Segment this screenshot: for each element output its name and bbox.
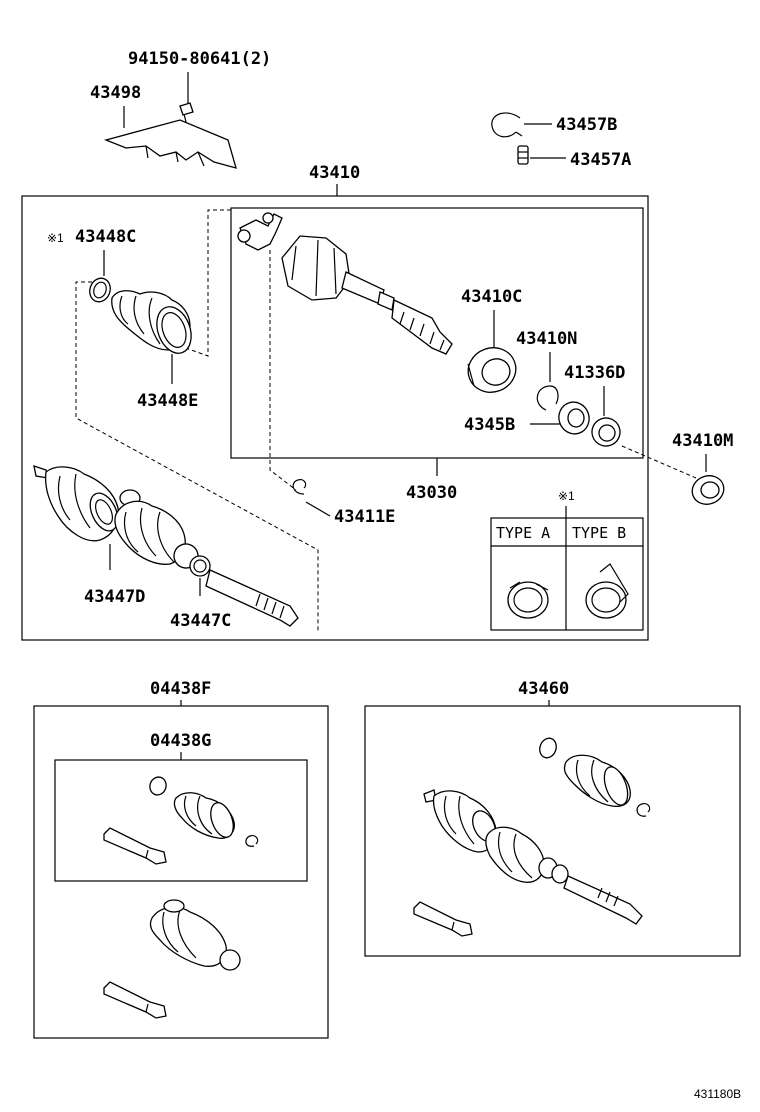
- clip-icon: [491, 112, 523, 138]
- kit-box-04438F: [33, 705, 329, 1039]
- label-type-mark: ※1: [558, 489, 575, 503]
- label-bolt: 94150-80641(2): [128, 49, 271, 69]
- grease-tube-2-icon: [103, 981, 167, 1019]
- label-43411E: 43411E: [334, 507, 395, 527]
- axle-shaft-icon: [281, 235, 453, 355]
- clamp-type-b-icon: [585, 563, 629, 619]
- label-type-a: TYPE A: [496, 524, 550, 542]
- document-id: 431180B: [694, 1087, 741, 1101]
- label-43457A: 43457A: [570, 150, 631, 170]
- label-43410C: 43410C: [461, 287, 522, 307]
- deflector-ring-icon: [558, 401, 590, 435]
- label-43448E: 43448E: [137, 391, 198, 411]
- dash-frame-boot: [75, 281, 319, 632]
- label-43457B: 43457B: [556, 115, 617, 135]
- tripod-joint-icon: [237, 212, 283, 251]
- bearing-icon: [467, 347, 517, 393]
- label-43410: 43410: [309, 163, 360, 183]
- outer-joint-icon: [33, 465, 119, 542]
- dash-connector-snapring: [269, 250, 297, 491]
- clamp-ring-icon: [149, 776, 167, 796]
- kit-43460-grease-icon: [413, 901, 473, 937]
- boot-small-icon: [173, 792, 235, 839]
- shaft-lower-icon: [205, 569, 299, 627]
- label-43447C: 43447C: [170, 611, 231, 631]
- kit-43460-axle-icon: [423, 789, 643, 925]
- boot-outer-icon: [114, 489, 211, 577]
- label-43448C: 43448C: [75, 227, 136, 247]
- boot-large-icon: [149, 899, 241, 971]
- kit-43460-clamp-icon: [539, 737, 557, 759]
- snap-ring-43411E-icon: [292, 479, 307, 495]
- label-43447D: 43447D: [84, 587, 145, 607]
- bracket-icon: [103, 119, 237, 169]
- snap-ring-icon: [536, 385, 559, 411]
- label-type-b: TYPE B: [572, 524, 626, 542]
- clamp-type-box: [490, 517, 644, 631]
- label-04438F: 04438F: [150, 679, 211, 699]
- label-43410M: 43410M: [672, 431, 733, 451]
- assembly-box-43410: [21, 195, 649, 641]
- boot-clamp-small-icon: [89, 277, 111, 303]
- label-04438G: 04438G: [150, 731, 211, 751]
- bolt-icon: [179, 102, 194, 123]
- kit-box-04438G: [54, 759, 308, 882]
- snap-ring-small-icon: [245, 835, 259, 847]
- label-43410N: 43410N: [516, 329, 577, 349]
- leader-43411E: [305, 501, 331, 517]
- label-43030: 43030: [406, 483, 457, 503]
- label-4345B: 4345B: [464, 415, 515, 435]
- label-43448C-mark: ※1: [47, 231, 64, 245]
- seal-41336D-icon: [591, 417, 621, 447]
- seal-43410M-icon: [691, 475, 725, 505]
- dash-connector-upper: [179, 209, 231, 357]
- label-41336D: 41336D: [564, 363, 625, 383]
- kit-43460-snapring-icon: [636, 803, 651, 817]
- label-43460: 43460: [518, 679, 569, 699]
- clamp-type-a-icon: [507, 581, 549, 619]
- grease-fitting-icon: [517, 145, 529, 165]
- grease-tube-icon: [103, 827, 167, 865]
- label-43498: 43498: [90, 83, 141, 103]
- kit-box-43460: [364, 705, 741, 957]
- boot-icon: [111, 290, 192, 354]
- kit-43460-boot-icon: [563, 754, 631, 808]
